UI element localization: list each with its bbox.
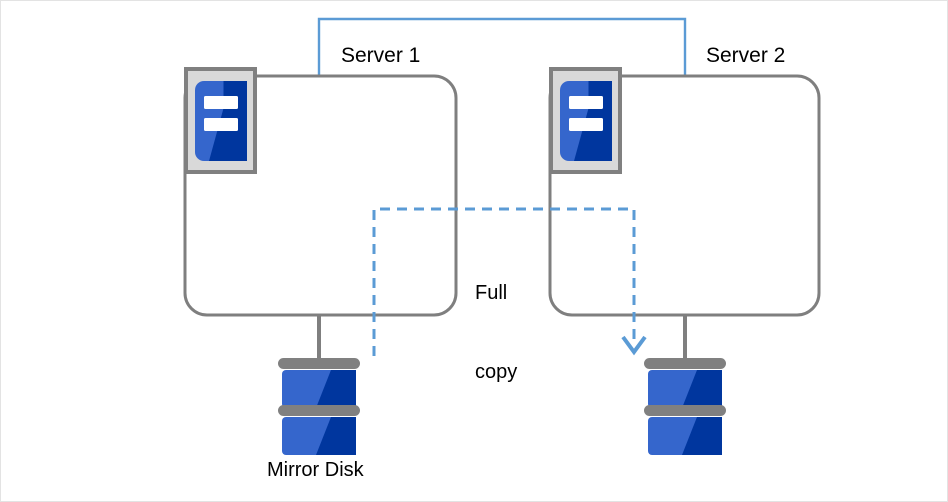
server-icon-bar-bottom [569,118,603,131]
connection-full-copy [372,207,647,356]
server-icon-bar-top [204,96,238,109]
mirror-disk-label: Mirror Disk [267,459,364,481]
full-copy-label: Full copy [475,227,517,438]
server-icon-bar-bottom [204,118,238,131]
disk-platter-lower-shade [682,417,722,455]
disk-bar-middle [644,405,726,416]
server-icon [549,67,622,174]
server-icon-bar-top [569,96,603,109]
disk-stack-icon [278,358,360,455]
server-icon [184,67,257,174]
connection-interconnect [317,17,687,77]
disk-platter-upper-shade [316,370,356,408]
disk-platter-upper-shade [682,370,722,408]
interconnect-line [317,17,687,77]
full-copy-dashed-line [372,207,636,356]
disk-platter-lower-shade [316,417,356,455]
full-copy-label-line-1: Full [475,281,508,304]
disk-bar-top [278,358,360,369]
server-1-label: Server 1 [341,44,421,67]
arrow-down-icon [621,335,647,356]
full-copy-label-line-2: copy [475,360,518,383]
disk-bar-top [644,358,726,369]
server-2-label: Server 2 [706,44,786,67]
disk-bar-middle [278,405,360,416]
disk-stack-icon [644,358,726,455]
